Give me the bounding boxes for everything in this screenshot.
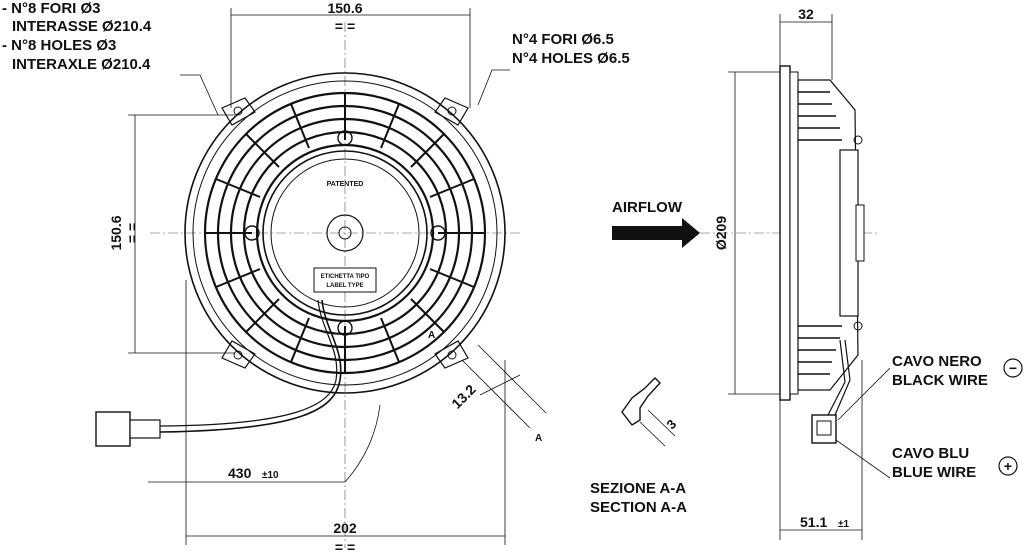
hole-annotations: - N°8 FORI Ø3 INTERASSE Ø210.4 - N°8 HOL…	[2, 0, 630, 73]
minus-icon	[1003, 358, 1023, 378]
dim-total-depth: 51.1	[800, 514, 827, 530]
dim-cable-length: 430	[228, 465, 252, 481]
dim-overall-width: 202	[333, 520, 357, 536]
holes-small-en: - N°8 HOLES Ø3	[2, 37, 116, 54]
label-type-it: ETICHETTA TIPO	[321, 274, 370, 280]
section-title-it: SEZIONE A-A	[590, 480, 686, 497]
dim-top-width: 150.6	[327, 0, 362, 16]
dim-top-equal: = =	[335, 18, 355, 34]
side-view	[700, 65, 880, 444]
interaxle-it: INTERASSE Ø210.4	[12, 18, 152, 35]
side-dimensions: 32 Ø209 51.1 ±1	[713, 6, 891, 540]
section-marker-bottom: A	[535, 433, 542, 444]
label-type-en: LABEL TYPE	[326, 283, 363, 289]
holes-large-en: N°4 HOLES Ø6.5	[512, 50, 630, 67]
front-view: PATENTED ETICHETTA TIPO LABEL TYPE	[95, 22, 520, 548]
wire-labels: CAVO NERO BLACK WIRE − CAVO BLU BLUE WIR…	[892, 353, 1023, 481]
dim-diameter: Ø209	[713, 216, 729, 250]
airflow-indicator: AIRFLOW	[612, 199, 700, 248]
plus-symbol: +	[1004, 458, 1012, 474]
dim-cable-tol: ±10	[262, 470, 279, 481]
plus-icon	[998, 456, 1018, 476]
wire-black-en: BLACK WIRE	[892, 372, 988, 389]
holes-large-it: N°4 FORI Ø6.5	[512, 31, 614, 48]
minus-symbol: −	[1009, 360, 1017, 376]
holes-small-it: - N°8 FORI Ø3	[2, 0, 101, 17]
section-marker-top: A	[428, 330, 435, 341]
wire-blue-it: CAVO BLU	[892, 445, 969, 462]
section-title-en: SECTION A-A	[590, 499, 687, 516]
airflow-label: AIRFLOW	[612, 199, 683, 216]
wire-blue-en: BLUE WIRE	[892, 464, 976, 481]
dim-side-height: 150.6	[108, 215, 124, 250]
dim-side-equal: = =	[124, 223, 140, 243]
section-view: 3 SEZIONE A-A SECTION A-A	[590, 377, 687, 516]
interaxle-en: INTERAXLE Ø210.4	[12, 56, 151, 73]
dim-section-thickness: 3	[664, 416, 680, 432]
dim-offset: 13.2	[448, 381, 479, 412]
hub-patented-text: PATENTED	[327, 181, 364, 188]
dim-depth: 32	[798, 6, 814, 22]
airflow-arrow-icon	[612, 218, 700, 248]
front-dimensions: 150.6 = = 150.6 = = 13.2 A A 430 ±10 202…	[108, 0, 547, 555]
dim-bottom-equal: = =	[335, 539, 355, 555]
wire-black-it: CAVO NERO	[892, 353, 982, 370]
dim-total-depth-tol: ±1	[838, 519, 849, 530]
